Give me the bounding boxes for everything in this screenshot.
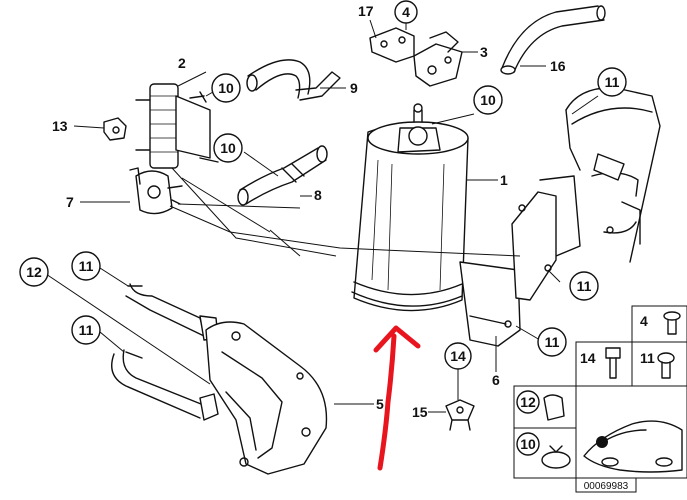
svg-text:5: 5 <box>376 396 384 412</box>
callout-1: 1 <box>500 172 508 188</box>
svg-text:7: 7 <box>66 194 74 210</box>
diagram-reference-number: 00069983 <box>584 481 629 492</box>
inset-label-14: 14 <box>580 350 596 366</box>
clip-12-icon <box>543 394 565 421</box>
routing-lines <box>169 167 521 257</box>
svg-text:4: 4 <box>640 313 648 329</box>
svg-text:11: 11 <box>79 322 94 338</box>
callout-8: 8 <box>314 187 322 203</box>
svg-text:11: 11 <box>605 74 620 90</box>
svg-text:13: 13 <box>52 118 68 134</box>
callout-4: 4 <box>394 0 418 24</box>
long-brace-part-12 <box>125 283 219 341</box>
callout-10-mid: 10 <box>213 133 243 163</box>
svg-text:16: 16 <box>550 58 566 74</box>
callout-12: 12 <box>19 257 49 287</box>
svg-text:10: 10 <box>220 140 236 156</box>
svg-text:11: 11 <box>577 278 592 294</box>
purge-valve-part-2 <box>135 83 219 169</box>
callout-10-right: 10 <box>473 85 503 115</box>
svg-text:12: 12 <box>26 264 42 280</box>
inset-label-10: 10 <box>516 432 540 456</box>
long-brace-lower <box>111 349 219 421</box>
svg-text:6: 6 <box>492 372 500 388</box>
sensor-part-13 <box>103 117 127 141</box>
hose-part-16 <box>500 5 606 75</box>
callout-9: 9 <box>350 80 358 96</box>
svg-text:2: 2 <box>178 55 186 71</box>
clip-part-15 <box>445 399 475 431</box>
hose-clamp-10-icon <box>541 445 571 469</box>
svg-text:4: 4 <box>402 4 410 20</box>
charcoal-canister <box>351 103 469 312</box>
callout-10-top: 10 <box>211 73 241 103</box>
red-annotation-arrow <box>373 325 421 471</box>
svg-text:10: 10 <box>218 80 234 96</box>
hose-part-8 <box>237 145 328 206</box>
callout-2: 2 <box>178 55 186 71</box>
svg-text:1: 1 <box>500 172 508 188</box>
svg-text:11: 11 <box>79 258 94 274</box>
svg-text:10: 10 <box>520 436 536 452</box>
svg-text:15: 15 <box>412 404 428 420</box>
inset-label-11: 11 <box>640 350 655 366</box>
callout-6: 6 <box>492 372 500 388</box>
callout-15: 15 <box>412 404 428 420</box>
bracket-part-6 <box>459 191 557 347</box>
callout-7: 7 <box>66 194 74 210</box>
callout-5: 5 <box>376 396 384 412</box>
bracket-part-17 <box>369 27 415 63</box>
callout-11-strap: 11 <box>569 271 599 301</box>
screw-4-icon <box>663 311 681 335</box>
callout-11-top-right: 11 <box>597 67 627 97</box>
inset-label-4: 4 <box>640 313 648 329</box>
svg-text:14: 14 <box>580 350 596 366</box>
svg-text:9: 9 <box>350 80 358 96</box>
callout-3: 3 <box>480 44 488 60</box>
car-location-icon <box>583 420 683 473</box>
valve-part-7 <box>129 167 183 215</box>
svg-text:14: 14 <box>450 348 466 364</box>
callout-17: 17 <box>358 3 374 19</box>
callout-14: 14 <box>444 342 472 370</box>
callout-11-bracket: 11 <box>537 327 567 357</box>
callout-11-left-upper: 11 <box>71 251 101 281</box>
svg-text:3: 3 <box>480 44 488 60</box>
canister-strap-clamp <box>539 87 661 263</box>
svg-text:8: 8 <box>314 187 322 203</box>
mounting-bracket-top <box>413 31 463 87</box>
callout-13: 13 <box>52 118 68 134</box>
svg-text:17: 17 <box>358 3 374 19</box>
screw-11-icon <box>657 352 675 379</box>
callout-16: 16 <box>550 58 566 74</box>
hardware-inset: 4 14 11 12 10 <box>513 305 687 493</box>
inset-label-12: 12 <box>516 390 540 414</box>
callout-11-left-lower: 11 <box>71 315 101 345</box>
main-bracket-part-5 <box>205 321 328 475</box>
svg-text:11: 11 <box>545 334 560 350</box>
bolt-14-icon <box>605 347 621 379</box>
hose-part-9 <box>246 59 341 101</box>
svg-text:11: 11 <box>640 350 655 366</box>
svg-text:10: 10 <box>480 92 496 108</box>
svg-text:12: 12 <box>520 394 536 410</box>
